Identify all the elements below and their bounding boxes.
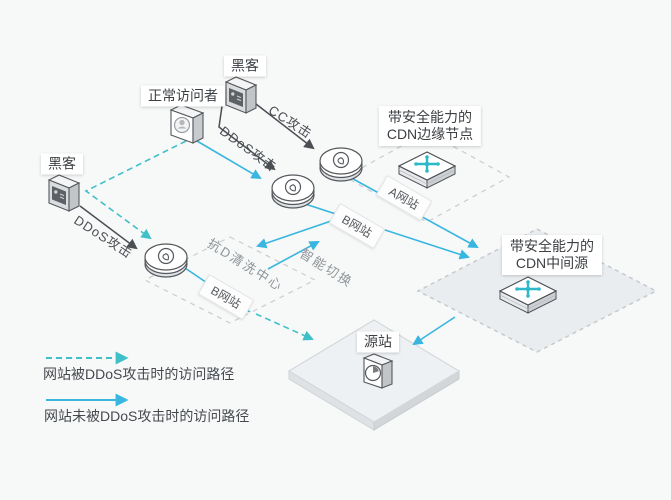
hacker-top-label: 黑客 <box>224 55 266 77</box>
ddos-attack-arrow-top <box>218 105 276 171</box>
cdn-pop-disc-icon <box>271 174 315 209</box>
edge-node-label: 带安全能力的 CDN边缘节点 <box>378 106 482 146</box>
scrub-center-region-plate <box>143 236 317 324</box>
legend-normal-text: 网站未被DDoS攻击时的访问路径 <box>44 408 250 424</box>
hacker-left-label: 黑客 <box>41 153 83 175</box>
cdn-pop-disc-icon <box>144 243 188 278</box>
visitor-label: 正常访问者 <box>141 85 225 107</box>
hacker-server-icon <box>47 174 81 212</box>
mid-source-label-line1: 带安全能力的 <box>510 238 594 254</box>
edge-node-label-line1: 带安全能力的 <box>388 109 472 125</box>
ddos-attack-arrow-left <box>79 205 138 250</box>
origin-gauge-icon <box>362 353 394 389</box>
switch-diamond-icon <box>397 151 457 189</box>
cc-attack-arrow <box>255 103 315 150</box>
mid-source-label-line2: CDN中间源 <box>515 255 589 271</box>
origin-label: 源站 <box>357 331 399 353</box>
hacker-server-icon <box>224 76 258 114</box>
legend-attacked-text: 网站被DDoS攻击时的访问路径 <box>43 366 235 382</box>
cdn-pop-disc-icon <box>319 147 363 182</box>
edge-node-region-plate <box>343 131 511 223</box>
mid-source-label: 带安全能力的 CDN中间源 <box>502 235 602 275</box>
attacked-path-lines <box>84 140 314 341</box>
visitor-user-icon <box>169 104 205 144</box>
switch-diamond-icon <box>498 276 558 314</box>
edge-node-label-line2: CDN边缘节点 <box>386 126 474 142</box>
